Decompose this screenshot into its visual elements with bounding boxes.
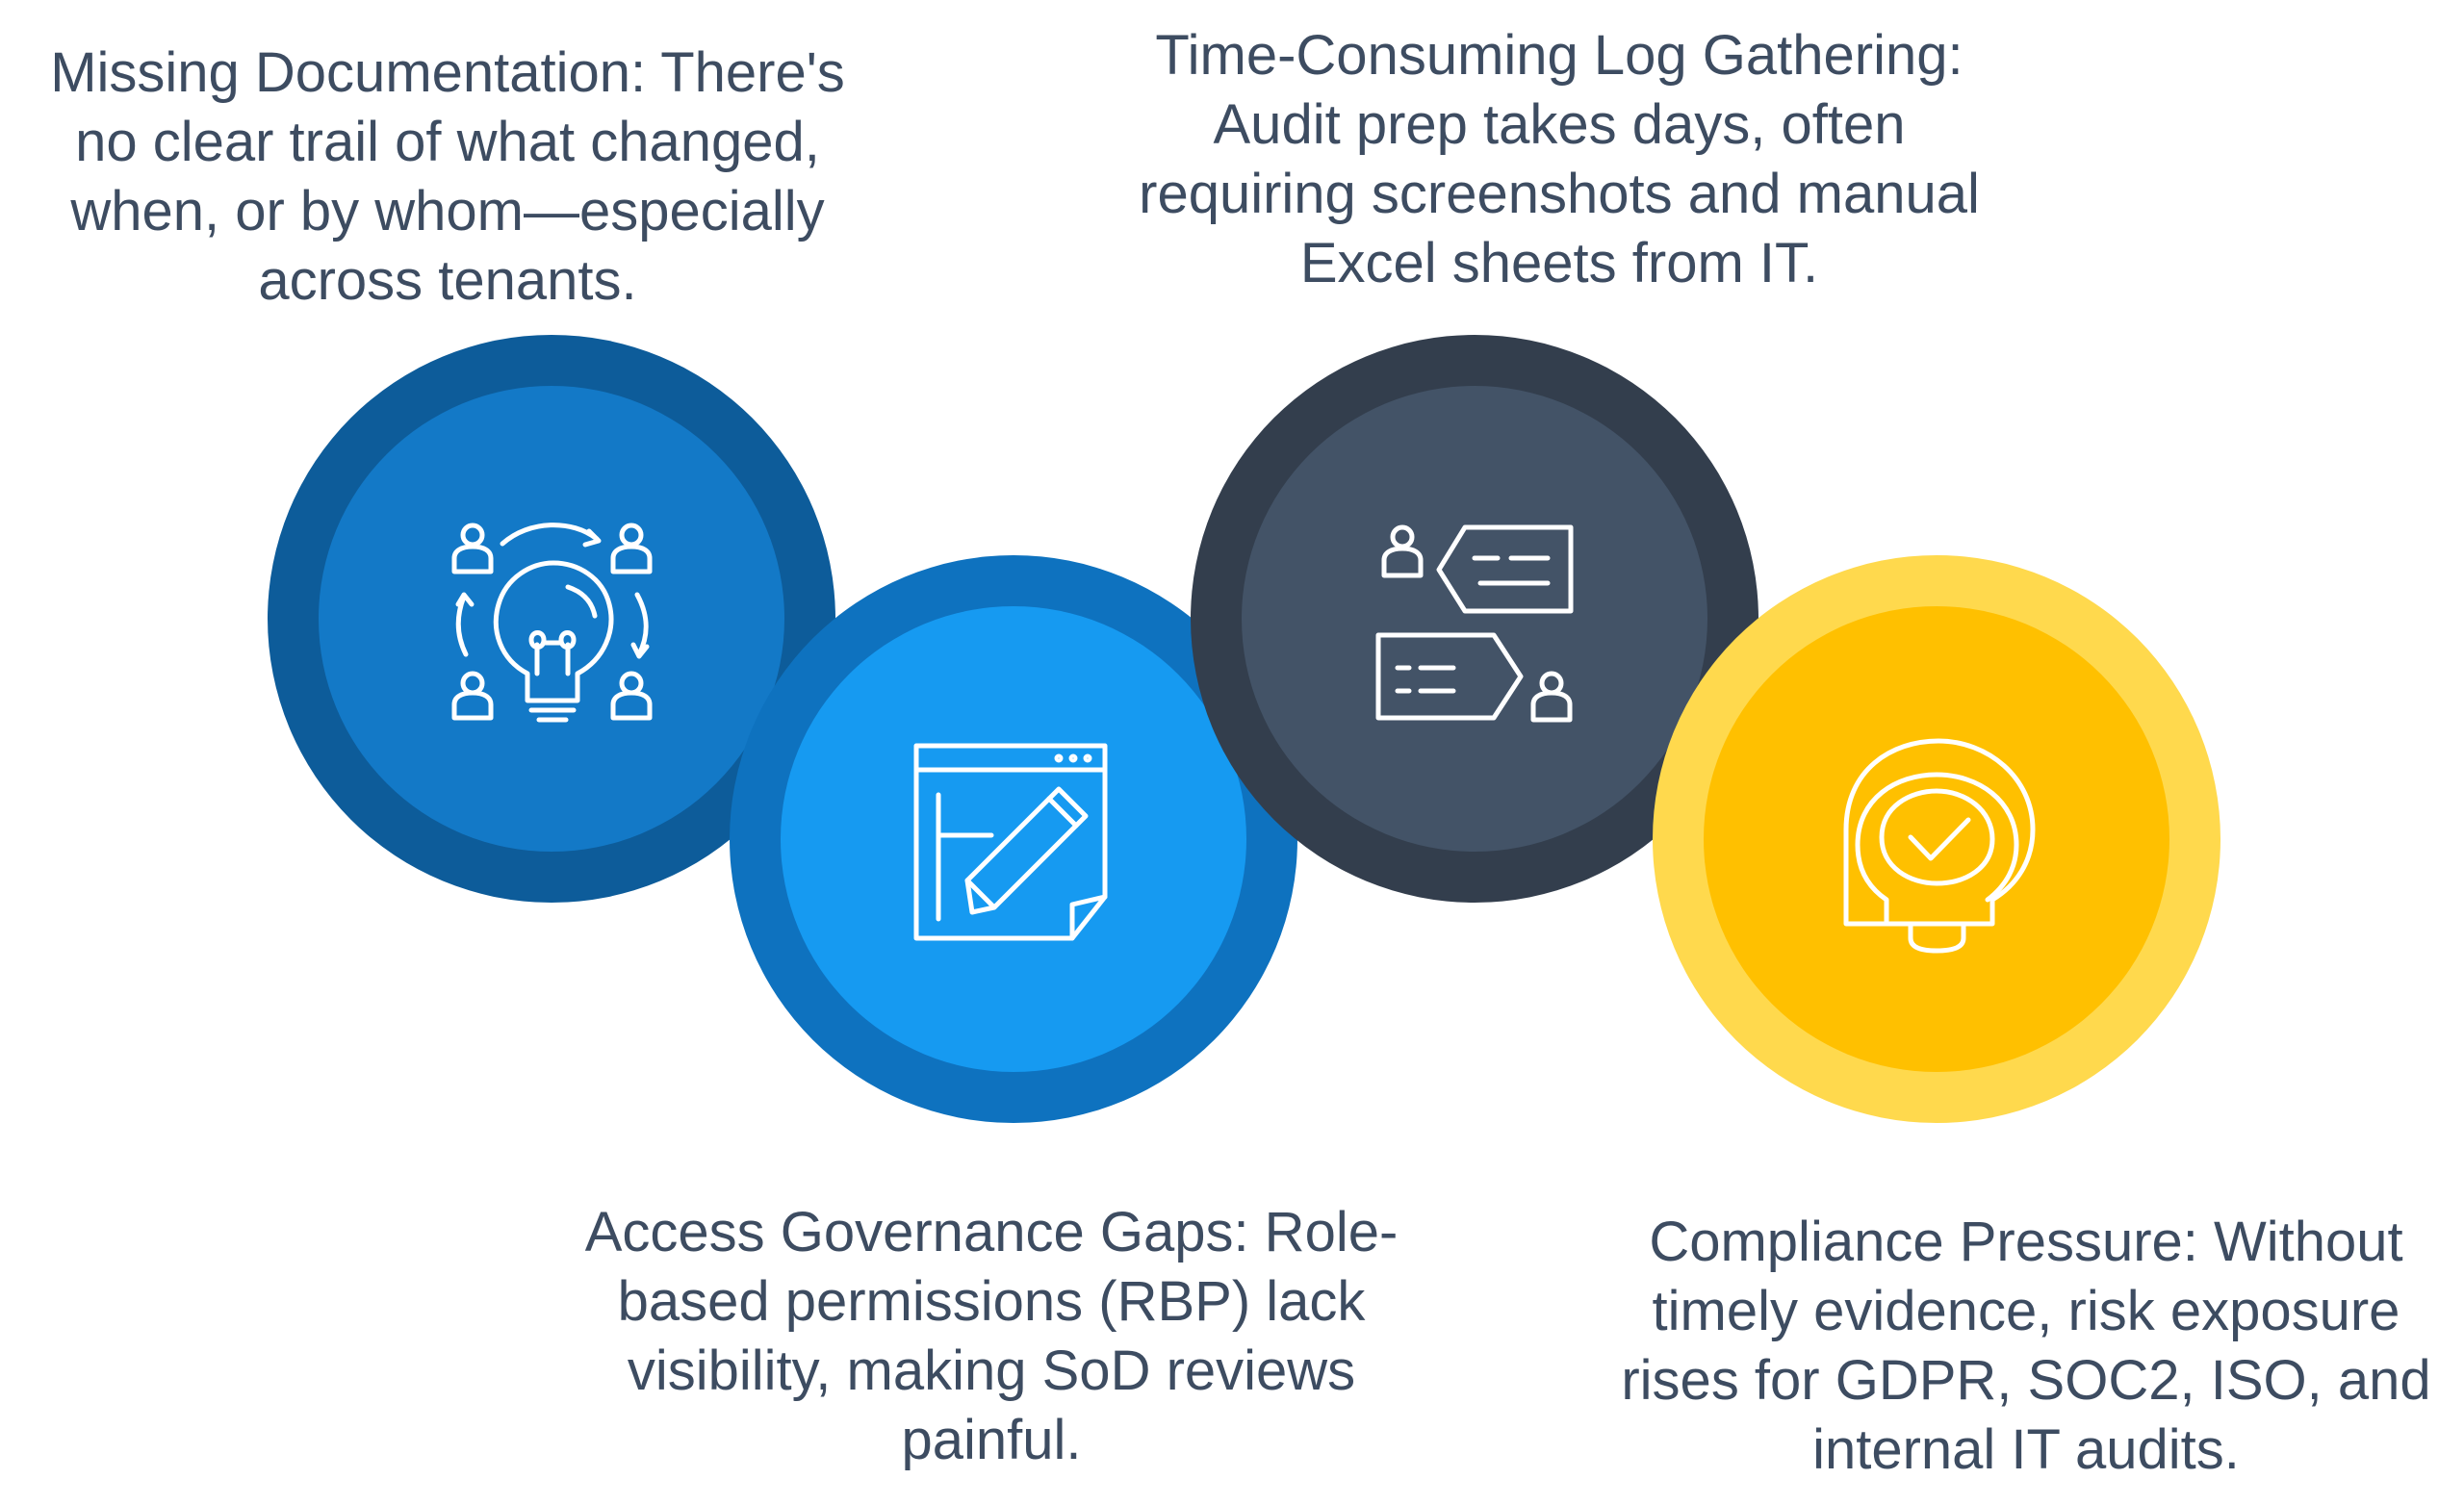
caption-line: internal IT audits. (1812, 1418, 2240, 1481)
caption-access-governance: Access Governance Gaps: Role-based permi… (472, 1198, 1511, 1475)
bulb-check-icon (1843, 738, 2036, 954)
circle-log-gathering (1191, 335, 1758, 903)
caption-compliance-pressure: Compliance Pressure: Without timely evide… (1598, 1208, 2454, 1485)
caption-missing-documentation: Missing Documentation: There's no clear t… (0, 38, 895, 316)
caption-line: based permissions (RBP) lack (617, 1270, 1366, 1333)
caption-line: no clear trail of what changed, (75, 111, 820, 173)
caption-line: requiring screenshots and manual (1139, 163, 1980, 225)
caption-line: visibility, making SoD reviews (627, 1339, 1356, 1402)
document-edit-icon (913, 743, 1108, 941)
caption-log-gathering: Time-Consuming Log Gathering:Audit prep … (1136, 21, 1983, 298)
caption-line: Compliance Pressure: Without (1649, 1211, 2403, 1273)
caption-line: painful. (901, 1409, 1082, 1471)
chat-exchange-icon (1375, 524, 1574, 723)
caption-line: when, or by whom—especially (70, 180, 825, 242)
caption-line: Audit prep takes days, often (1213, 93, 1906, 156)
idea-collaboration-icon (451, 523, 653, 723)
caption-line: across tenants. (258, 249, 637, 312)
caption-line: Access Governance Gaps: Role- (584, 1201, 1399, 1263)
circle-compliance-pressure (1653, 555, 2220, 1123)
caption-line: rises for GDPR, SOC2, ISO, and (1621, 1349, 2431, 1412)
caption-line: Missing Documentation: There's (50, 41, 845, 104)
caption-line: Time-Consuming Log Gathering: (1155, 24, 1964, 87)
circle-missing-documentation (268, 335, 835, 903)
caption-line: timely evidence, risk exposure (1652, 1280, 2400, 1342)
caption-line: Excel sheets from IT. (1299, 232, 1819, 294)
circle-access-governance (730, 555, 1297, 1123)
